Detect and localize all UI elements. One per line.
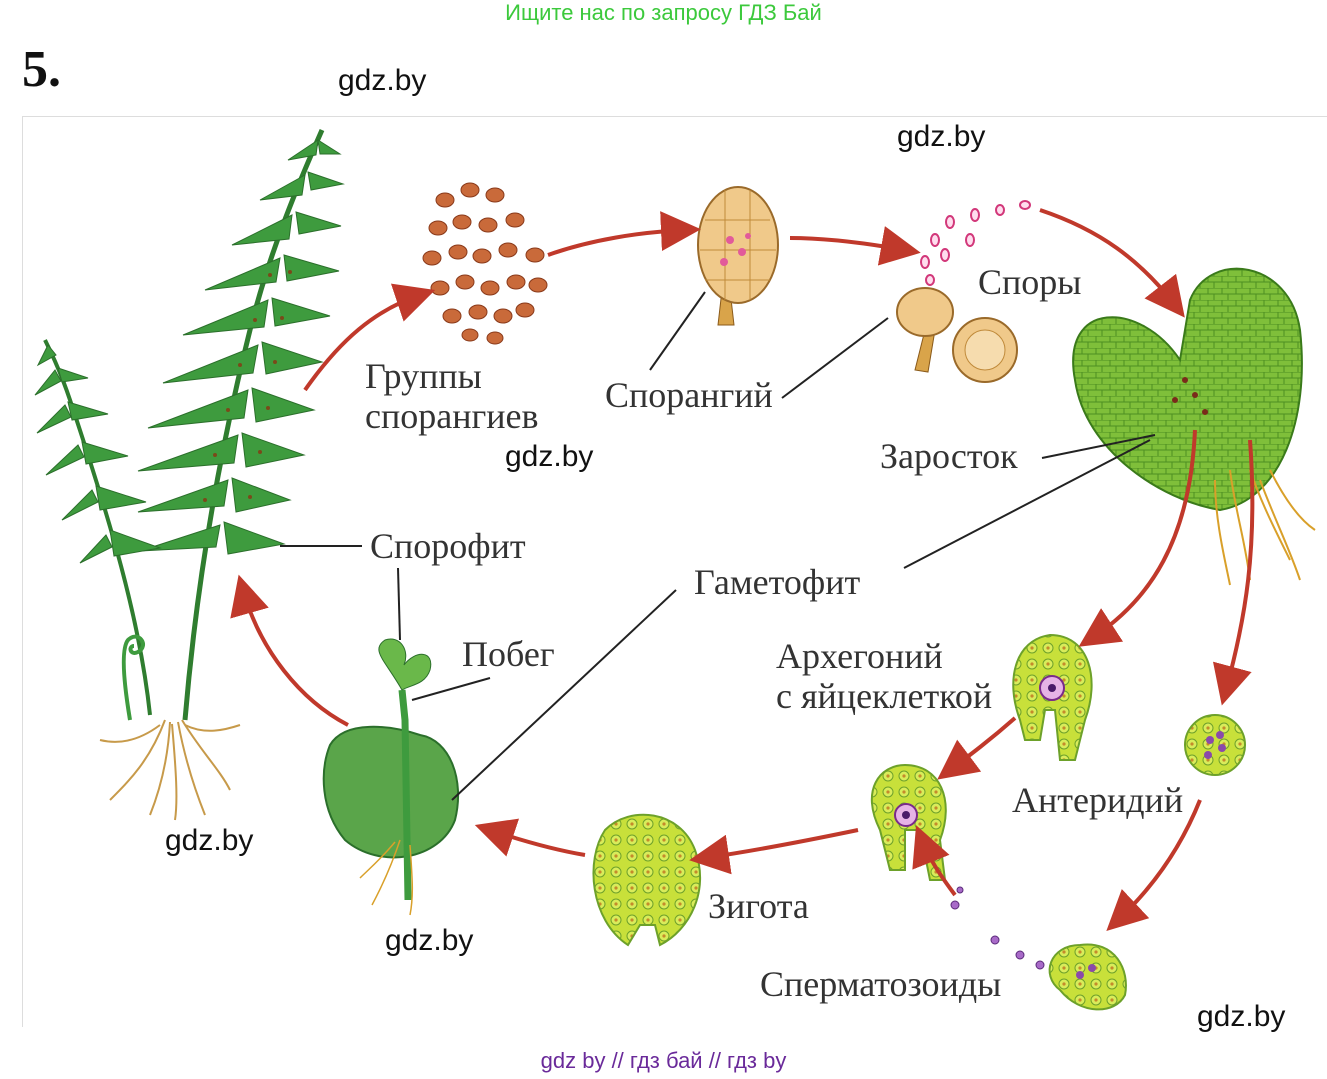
prothallus-illustration: [1072, 267, 1316, 586]
open-antheridium-illustration: [1048, 943, 1127, 1011]
cycle-arrows: [230, 208, 1255, 931]
watermark: gdz.by: [338, 64, 427, 97]
sporangium-illustration: [697, 186, 779, 326]
arrow-spores-to-prothallus: [1039, 208, 1185, 318]
watermark: gdz.by: [165, 824, 254, 857]
arrow-sporophyte-to-sporangia: [303, 283, 436, 392]
footer-links[interactable]: gdz by // гдз бай // гдз by: [540, 1048, 787, 1073]
young-sporophyte-illustration: [322, 638, 460, 916]
arrow-prothallus-to-antheridium: [1212, 439, 1255, 706]
open-sporangium-illustration: [896, 287, 1018, 383]
zygote-embryo-illustration: [592, 813, 701, 947]
task-number: 5.: [22, 41, 61, 98]
diagram-frame: [22, 116, 1327, 1027]
arrow-zygote-to-young-sporophyte: [474, 818, 586, 857]
sporophyte-fern-illustration: [34, 128, 345, 821]
label-archegonium-line2: с яйцеклеткой: [776, 676, 993, 716]
label-sporangia-groups-line2: спорангиев: [365, 396, 539, 436]
spores-illustration: [920, 200, 1031, 286]
label-sporangium: Спорангий: [605, 375, 773, 415]
watermark: gdz.by: [505, 440, 594, 473]
arrow-archegonium-to-fertilization: [937, 716, 1017, 780]
label-prothallus: Заросток: [880, 436, 1018, 476]
watermark: gdz.by: [897, 120, 986, 153]
leader-lines: [280, 291, 1156, 801]
label-archegonium-line1: Архегоний: [776, 636, 943, 676]
promo-banner: Ищите нас по запросу ГДЗ Бай: [505, 0, 822, 25]
arrow-young-sporophyte-to-sporophyte: [230, 574, 349, 727]
archegonium-illustration: [1012, 633, 1093, 761]
watermark: gdz.by: [1197, 1000, 1286, 1033]
arrow-prothallus-to-archegonium: [1078, 429, 1197, 647]
sporangia-groups-illustration: [422, 182, 548, 345]
label-spores: Споры: [978, 262, 1082, 302]
arrow-fertilization-to-zygote: [689, 828, 859, 875]
arrow-sporangia-to-sporangium: [547, 211, 701, 257]
arrow-antheridium-to-open-antheridium: [1106, 799, 1202, 931]
label-spermatozoids: Сперматозоиды: [760, 964, 1002, 1004]
watermark: gdz.by: [385, 924, 474, 957]
arrow-sporangium-to-spores: [789, 226, 921, 266]
label-sporophyte: Спорофит: [370, 526, 526, 566]
label-antheridium: Антеридий: [1012, 780, 1184, 820]
arrow-sperm-to-archegonium: [912, 825, 957, 897]
label-gametophyte: Гаметофит: [694, 562, 861, 602]
label-zygote: Зигота: [708, 886, 809, 926]
label-shoot: Побег: [462, 634, 555, 674]
antheridium-illustration: [1184, 714, 1246, 776]
label-sporangia-groups-line1: Группы: [365, 356, 482, 396]
